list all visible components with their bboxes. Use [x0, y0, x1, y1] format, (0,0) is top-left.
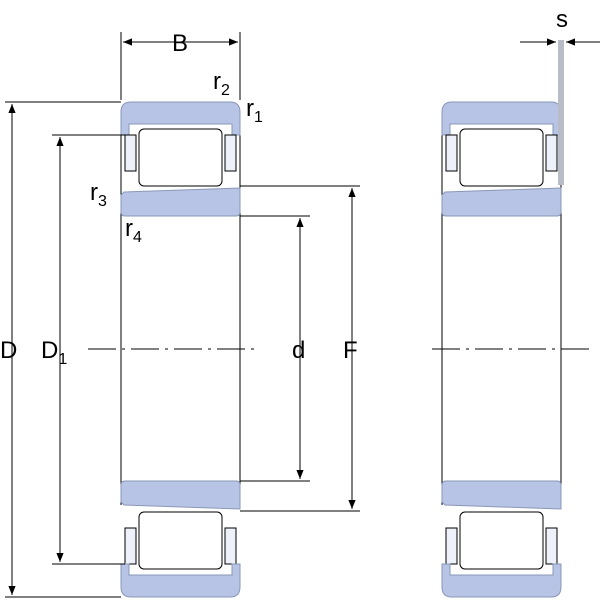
- axial-displacement-bar: [558, 40, 564, 185]
- cage-right-bottom: [224, 527, 237, 565]
- right-inner-ring-bottom: [441, 480, 562, 510]
- roller-bottom: [138, 511, 223, 570]
- label-D1: D1: [41, 337, 67, 368]
- label-r2: r2: [213, 68, 230, 99]
- right-cage-left-top: [445, 134, 458, 172]
- label-s: s: [556, 6, 568, 33]
- right-cage-right-bottom: [545, 527, 558, 565]
- cage-right-top: [224, 134, 237, 172]
- cage-left-bottom: [124, 527, 137, 565]
- right-bottom-section: [441, 480, 562, 598]
- right-outer-ring-top: [441, 101, 562, 136]
- label-D: D: [0, 337, 17, 364]
- right-outer-ring-bottom: [441, 563, 562, 598]
- inner-ring-bottom: [120, 480, 241, 510]
- label-d: d: [292, 337, 305, 364]
- outer-ring-top: [120, 101, 241, 136]
- label-r1: r1: [246, 95, 263, 126]
- inner-ring-top: [120, 187, 241, 217]
- label-B: B: [172, 30, 188, 57]
- right-view: [432, 38, 600, 598]
- label-r4: r4: [125, 215, 142, 246]
- outer-ring-bottom: [120, 563, 241, 598]
- bottom-section: [120, 480, 241, 598]
- right-roller-bottom: [459, 511, 544, 570]
- right-roller-top: [459, 128, 544, 187]
- label-r3: r3: [90, 179, 107, 210]
- right-cage-left-bottom: [445, 527, 458, 565]
- label-F: F: [343, 337, 358, 364]
- left-view: [5, 32, 360, 598]
- roller-top: [138, 128, 223, 187]
- right-cage-right-top: [545, 134, 558, 172]
- right-inner-ring-top: [441, 187, 562, 217]
- top-section: [120, 101, 241, 217]
- cage-left-top: [124, 134, 137, 172]
- right-top-section: [441, 101, 562, 217]
